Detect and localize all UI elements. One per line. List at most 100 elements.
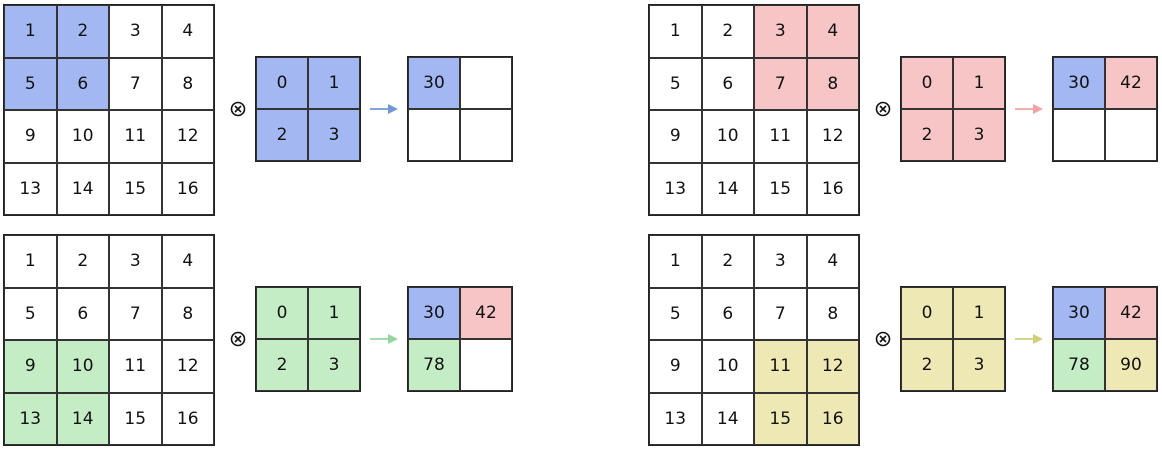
- output-cell: [408, 109, 460, 161]
- input-cell: 16: [161, 162, 214, 215]
- input-cell: 4: [161, 235, 214, 288]
- kernel-cell: 1: [953, 57, 1005, 109]
- kernel-cell: 1: [953, 287, 1005, 339]
- input-cell: 7: [754, 57, 807, 110]
- input-cell: 10: [56, 340, 109, 393]
- kernel-cell: 3: [308, 339, 360, 391]
- input-cell: 16: [161, 392, 214, 445]
- input-cell: 3: [109, 235, 162, 288]
- kernel-cell: 0: [901, 57, 953, 109]
- input-cell: 6: [701, 287, 754, 340]
- kernel-cell: 0: [256, 287, 308, 339]
- arrow-right-icon: [1015, 334, 1043, 344]
- input-cell: 12: [806, 110, 859, 163]
- input-cell: 13: [649, 392, 702, 445]
- input-cell: 6: [56, 287, 109, 340]
- input-cell: 5: [4, 287, 57, 340]
- kernel-cell: 2: [901, 339, 953, 391]
- input-cell: 12: [161, 110, 214, 163]
- input-cell: 8: [161, 287, 214, 340]
- output-cell: 30: [1053, 287, 1105, 339]
- arrow-right-icon: [370, 334, 398, 344]
- input-cell: 15: [754, 162, 807, 215]
- kernel-cell: 1: [308, 287, 360, 339]
- input-cell: 5: [4, 57, 57, 110]
- input-cell: 2: [56, 5, 109, 58]
- input-cell: 1: [4, 5, 57, 58]
- input-cell: 14: [701, 392, 754, 445]
- input-cell: 11: [109, 110, 162, 163]
- output-cell: 42: [460, 287, 512, 339]
- input-cell: 6: [56, 57, 109, 110]
- input-cell: 2: [701, 235, 754, 288]
- input-cell: 9: [649, 110, 702, 163]
- output-cell: [460, 57, 512, 109]
- input-cell: 2: [56, 235, 109, 288]
- output-cell: 30: [1053, 57, 1105, 109]
- input-cell: 3: [109, 5, 162, 58]
- convolution-operator-icon: [230, 331, 246, 347]
- input-cell: 14: [701, 162, 754, 215]
- input-cell: 13: [4, 392, 57, 445]
- input-cell: 12: [161, 340, 214, 393]
- input-cell: 15: [109, 392, 162, 445]
- input-cell: 4: [806, 235, 859, 288]
- output-cell: [460, 109, 512, 161]
- input-cell: 13: [4, 162, 57, 215]
- kernel-cell: 0: [901, 287, 953, 339]
- kernel-cell: 0: [256, 57, 308, 109]
- input-cell: 16: [806, 162, 859, 215]
- input-cell: 11: [109, 340, 162, 393]
- output-cell: 42: [1105, 287, 1157, 339]
- input-cell: 10: [701, 340, 754, 393]
- input-cell: 8: [161, 57, 214, 110]
- kernel-cell: 2: [901, 109, 953, 161]
- output-matrix: 30: [407, 56, 513, 162]
- input-cell: 4: [806, 5, 859, 58]
- input-cell: 15: [109, 162, 162, 215]
- output-cell: [460, 339, 512, 391]
- input-cell: 10: [56, 110, 109, 163]
- input-cell: 14: [56, 162, 109, 215]
- convolution-operator-icon: [875, 331, 891, 347]
- input-cell: 5: [649, 57, 702, 110]
- input-cell: 2: [701, 5, 754, 58]
- output-cell: 30: [408, 57, 460, 109]
- input-cell: 9: [649, 340, 702, 393]
- kernel-cell: 3: [308, 109, 360, 161]
- input-cell: 9: [4, 340, 57, 393]
- arrow-right-icon: [1015, 104, 1043, 114]
- input-cell: 11: [754, 110, 807, 163]
- kernel-cell: 3: [953, 339, 1005, 391]
- output-cell: [1053, 109, 1105, 161]
- convolution-operator-icon: [230, 101, 246, 117]
- input-cell: 1: [4, 235, 57, 288]
- kernel-cell: 2: [256, 339, 308, 391]
- output-cell: 42: [1105, 57, 1157, 109]
- input-cell: 8: [806, 57, 859, 110]
- input-cell: 14: [56, 392, 109, 445]
- input-cell: 10: [701, 110, 754, 163]
- input-cell: 5: [649, 287, 702, 340]
- input-cell: 3: [754, 235, 807, 288]
- input-cell: 1: [649, 5, 702, 58]
- input-cell: 6: [701, 57, 754, 110]
- input-cell: 7: [109, 57, 162, 110]
- input-cell: 8: [806, 287, 859, 340]
- input-cell: 12: [806, 340, 859, 393]
- output-cell: 30: [408, 287, 460, 339]
- output-cell: 78: [408, 339, 460, 391]
